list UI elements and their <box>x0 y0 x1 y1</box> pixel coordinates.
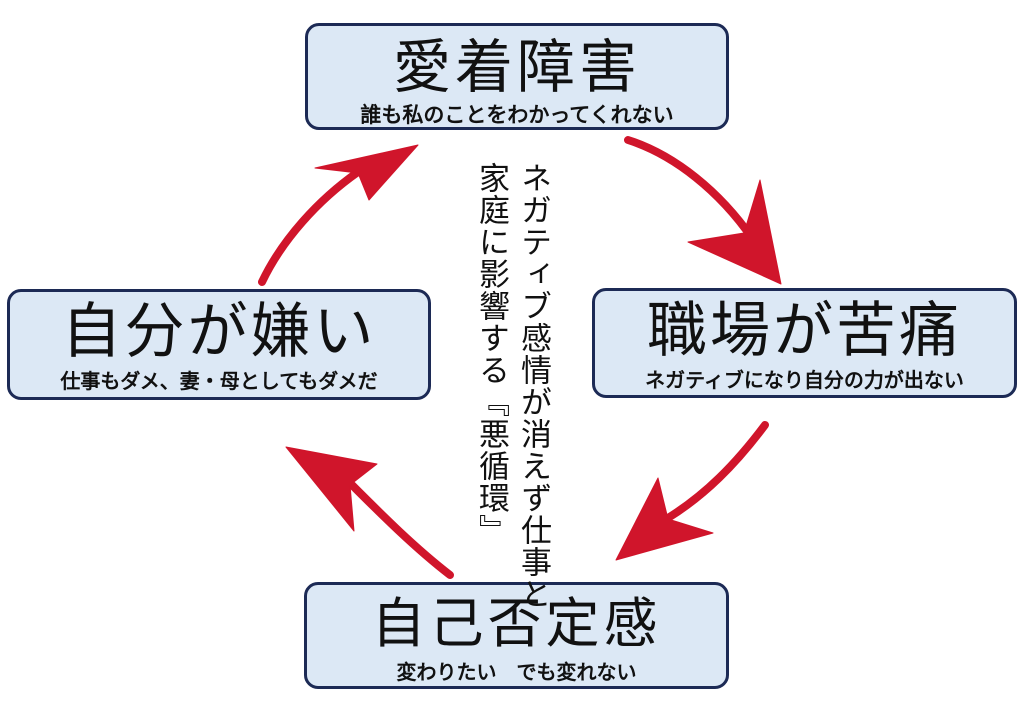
node-self-denial: 自己否定感 変わりたい でも変れない <box>304 582 729 689</box>
arrow-bottom-to-left <box>285 446 454 579</box>
node-self-dislike: 自分が嫌い 仕事もダメ、妻・母としてもダメだ <box>7 289 431 400</box>
arrow-top-to-right <box>624 136 782 285</box>
arrow-right-to-bottom <box>615 421 769 561</box>
node-subtitle: 仕事もダメ、妻・母としてもダメだ <box>60 369 378 393</box>
node-subtitle: 誰も私のことをわかってくれない <box>360 103 674 127</box>
node-title: 自分が嫌い <box>61 297 377 367</box>
node-title: 愛着障害 <box>392 33 641 101</box>
node-title: 自己否定感 <box>371 592 662 655</box>
node-subtitle: ネガティブになり自分の力が出ない <box>645 368 964 392</box>
node-title: 職場が苦痛 <box>647 296 962 366</box>
center-caption-line-2: 家庭に影響する『悪循環』 <box>473 162 509 546</box>
node-subtitle: 変わりたい でも変れない <box>396 660 637 684</box>
center-caption-line-1: ネガティブ感情が消えず仕事と <box>515 162 551 610</box>
node-attachment-disorder: 愛着障害 誰も私のことをわかってくれない <box>305 23 729 130</box>
arrow-left-to-top <box>258 144 419 286</box>
node-workplace-pain: 職場が苦痛 ネガティブになり自分の力が出ない <box>592 288 1017 398</box>
